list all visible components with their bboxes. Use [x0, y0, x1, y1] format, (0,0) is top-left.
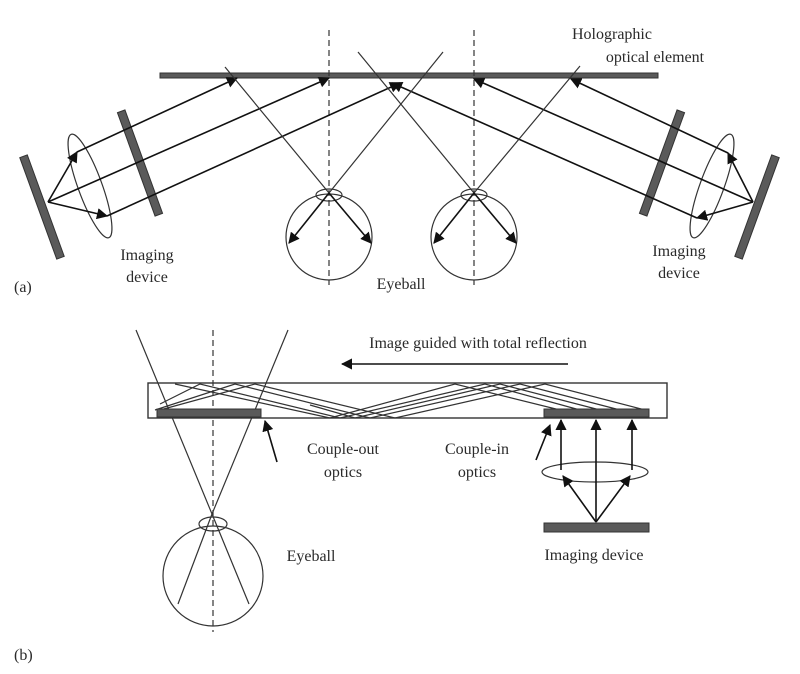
holographic-optical-element	[159, 72, 659, 79]
right-ray	[390, 81, 698, 219]
right-imaging-device-plate	[734, 154, 780, 260]
eye-cone-line	[211, 329, 289, 515]
guided-ray	[154, 383, 621, 419]
right-intermediate-plate	[638, 109, 686, 217]
right-ray	[569, 78, 729, 154]
left-lens	[67, 133, 113, 239]
eye-cone-inner	[211, 513, 250, 605]
hoe-label-line2: optical element	[606, 49, 705, 66]
left-eye-ray	[328, 192, 372, 244]
couple-out-label-line1: Couple-out	[307, 441, 380, 458]
guided-ray	[159, 383, 581, 419]
eye-cone-line	[135, 329, 213, 515]
right-eyeball	[430, 193, 518, 281]
left-device-label-line1: Imaging	[120, 247, 173, 264]
eyeball-label-b: Eyeball	[287, 548, 336, 565]
left-ray	[106, 82, 402, 217]
eye-cone-inner	[177, 513, 213, 605]
couple-out-pointer	[262, 419, 278, 463]
right-device-label-line1: Imaging	[652, 243, 705, 260]
couple-in-optics-plate	[543, 408, 650, 418]
reflected-ray	[473, 65, 581, 194]
couple-in-label-line2: optics	[458, 464, 496, 481]
left-eye-ray	[288, 192, 330, 244]
collimating-lens	[541, 461, 649, 483]
right-eye-lens	[460, 188, 488, 202]
hoe-label-line1: Holographic	[572, 26, 652, 43]
right-eye-ray	[473, 192, 517, 244]
left-imaging-device-plate	[19, 154, 65, 260]
left-eye-lens	[315, 188, 343, 202]
left-ray	[47, 151, 78, 203]
left-ray	[47, 201, 109, 220]
left-ray	[76, 77, 239, 153]
couple-in-pointer	[535, 423, 552, 461]
right-eye-ray	[433, 192, 475, 244]
right-ray	[472, 77, 754, 203]
panel-a-tag: (a)	[14, 279, 32, 296]
panel-a: Holographic optical element Imaging devi…	[14, 26, 780, 296]
reflected-ray	[328, 51, 444, 194]
left-eyeball	[285, 193, 373, 281]
right-ray	[727, 152, 754, 203]
panel-b-tag: (b)	[14, 647, 33, 664]
panel-b: Image guided with total reflection	[14, 329, 668, 664]
guided-ray	[309, 383, 601, 419]
right-ray	[695, 201, 754, 221]
eyeball-label-a: Eyeball	[377, 276, 426, 293]
couple-out-optics-plate	[156, 408, 262, 418]
source-ray	[562, 475, 597, 523]
guided-ray	[174, 383, 561, 419]
left-ray	[47, 76, 331, 203]
couple-in-label-line1: Couple-in	[445, 441, 509, 458]
guide-label: Image guided with total reflection	[369, 335, 587, 352]
left-intermediate-plate	[116, 109, 164, 217]
left-device-label-line2: device	[126, 269, 168, 286]
guided-ray	[159, 383, 646, 419]
reflected-ray	[357, 51, 475, 194]
right-lens	[689, 133, 735, 239]
imaging-device-label-b: Imaging device	[544, 547, 643, 564]
waveguide	[147, 382, 668, 419]
right-device-label-line2: device	[658, 265, 700, 282]
eyeball-b	[162, 525, 264, 627]
reflected-ray	[224, 66, 330, 194]
source-ray	[595, 475, 631, 523]
imaging-device-plate-b	[543, 522, 650, 533]
couple-out-label-line2: optics	[324, 464, 362, 481]
